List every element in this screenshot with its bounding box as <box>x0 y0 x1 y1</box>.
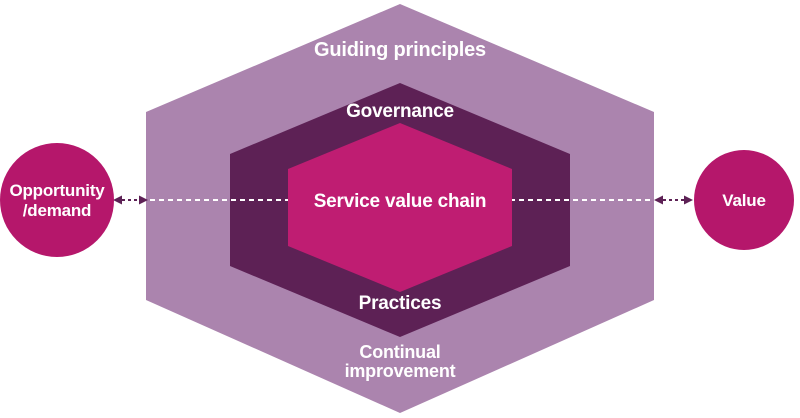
opportunity-demand-label-line2: /demand <box>23 201 92 220</box>
continual-improvement-label-line1: Continual <box>359 342 440 362</box>
governance-label: Governance <box>346 101 454 122</box>
practices-label: Practices <box>359 293 442 314</box>
opportunity-demand-label-line1: Opportunity <box>9 181 105 200</box>
service-value-chain-label: Service value chain <box>314 191 487 212</box>
continual-improvement-label-line2: improvement <box>345 361 456 381</box>
right-connector-arrow <box>654 195 693 205</box>
left-connector-arrowhead-left <box>113 195 122 205</box>
guiding-principles-label: Guiding principles <box>314 39 486 61</box>
opportunity-demand-circle <box>0 143 114 257</box>
value-circle <box>694 150 794 250</box>
right-connector-arrowhead-left <box>654 195 663 205</box>
inner-hexagon <box>288 123 512 292</box>
value-label: Value <box>722 191 765 210</box>
left-connector-arrowhead-right <box>139 195 148 205</box>
left-connector-arrow <box>113 195 148 205</box>
right-connector-arrowhead-right <box>684 195 693 205</box>
